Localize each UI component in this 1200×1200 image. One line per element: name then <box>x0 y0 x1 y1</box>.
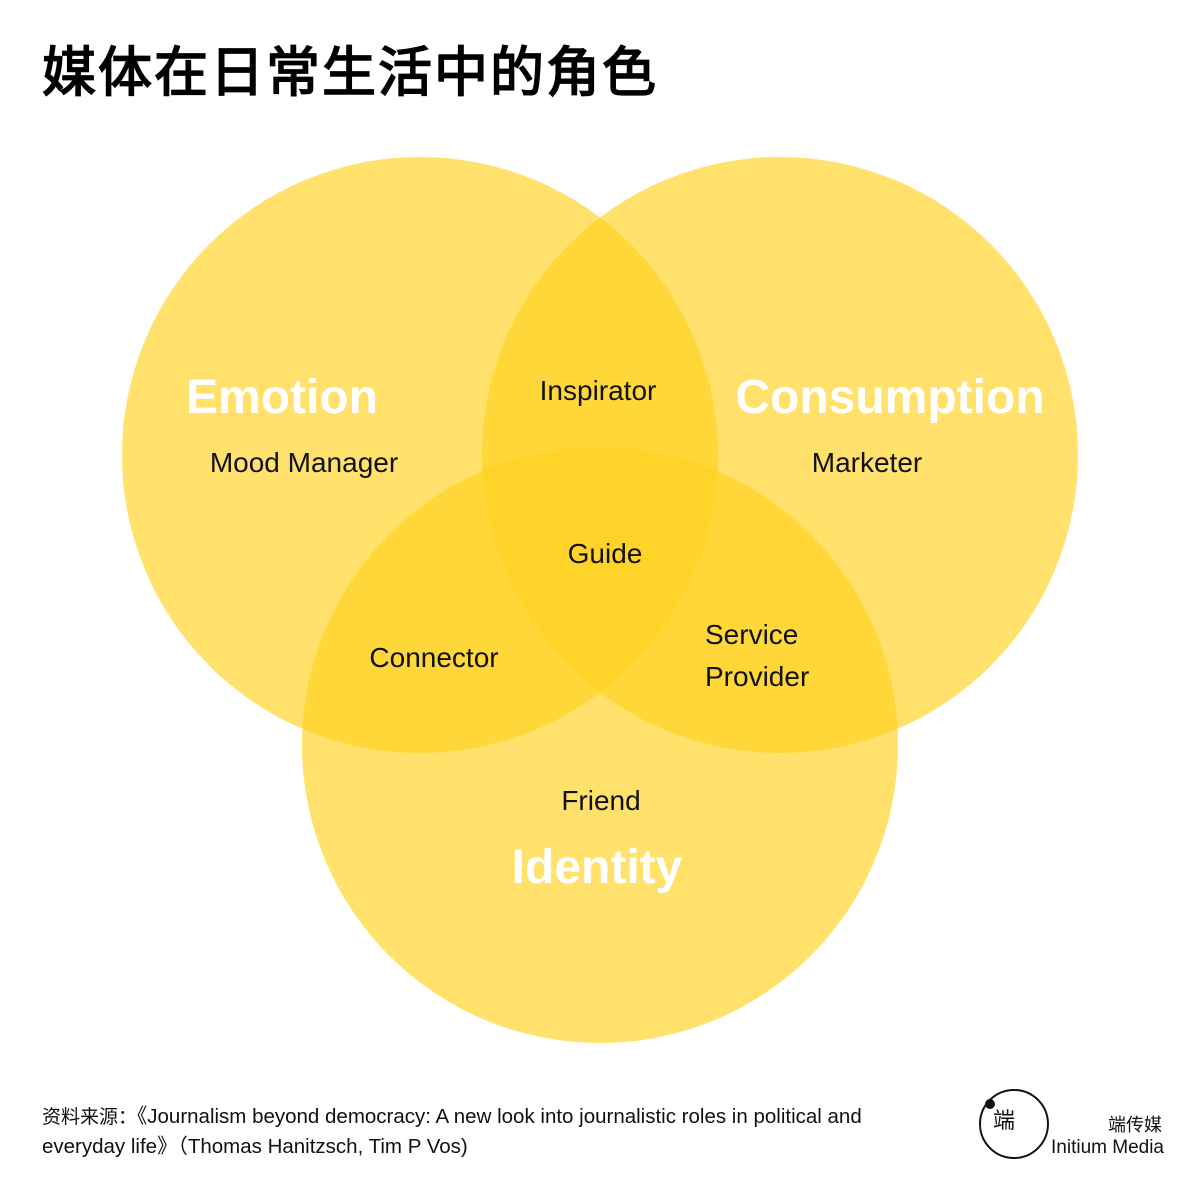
role-provider: Provider <box>705 661 809 692</box>
source-citation: 资料来源：《Journalism beyond democracy: A new… <box>42 1102 942 1161</box>
label-emotion: Emotion <box>186 371 378 424</box>
role-marketer: Marketer <box>812 447 922 478</box>
label-consumption: Consumption <box>735 371 1044 424</box>
role-guide: Guide <box>568 538 643 569</box>
page-title: 媒体在日常生活中的角色 <box>42 41 658 104</box>
brand-name-cn: 端传媒 <box>1108 1115 1162 1136</box>
circle-identity <box>302 447 898 1043</box>
role-service: Service <box>705 619 798 650</box>
role-inspirator: Inspirator <box>540 375 657 406</box>
source-label: 资料来源： <box>42 1106 138 1128</box>
logo-glyph: 端 <box>993 1109 1015 1134</box>
brand-name-en: Initium Media <box>1051 1137 1164 1158</box>
label-identity: Identity <box>512 841 683 894</box>
source-text: 《Journalism beyond democracy: A new look… <box>42 1105 862 1158</box>
role-mood-manager: Mood Manager <box>210 447 398 478</box>
role-friend: Friend <box>561 785 640 816</box>
initium-logo-icon: 端 <box>979 1089 1049 1159</box>
role-connector: Connector <box>369 642 498 673</box>
